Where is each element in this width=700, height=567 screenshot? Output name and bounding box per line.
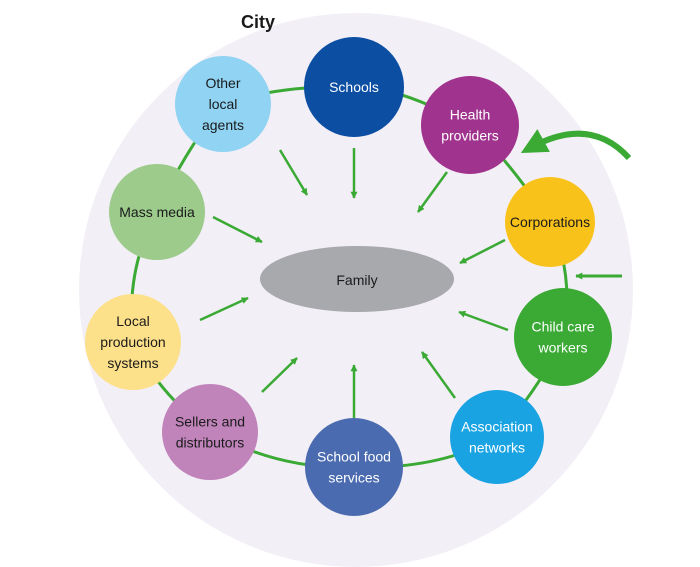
child-care-workers-label: workers xyxy=(537,340,587,356)
association-networks-label: Association xyxy=(461,419,533,435)
influence-arrow xyxy=(458,310,509,332)
child-care-workers-node: Child care workers xyxy=(514,288,612,386)
other-local-agents-label: Other xyxy=(205,75,240,91)
other-local-agents-node: Other local agents xyxy=(175,56,271,152)
sellers-and-distributors-node: Sellers and distributors xyxy=(162,384,258,480)
mass-media-node: Mass media xyxy=(109,164,205,260)
mass-media-label: Mass media xyxy=(119,204,195,220)
corporations-label: Corporations xyxy=(510,214,590,230)
association-networks-circle xyxy=(450,390,544,484)
local-production-systems-circle xyxy=(85,294,181,390)
health-providers-label: providers xyxy=(441,128,499,144)
influence-arrow xyxy=(212,215,263,244)
local-production-systems-label: Local xyxy=(116,313,149,329)
schools-node: Schools xyxy=(304,37,404,137)
sellers-and-distributors-circle xyxy=(162,384,258,480)
influence-arrow xyxy=(459,238,506,265)
influence-arrow xyxy=(199,296,249,322)
local-production-systems-label: systems xyxy=(107,355,158,371)
local-production-systems-node: Local production systems xyxy=(85,294,181,390)
influence-arrow xyxy=(416,171,449,213)
influence-arrow xyxy=(261,357,298,393)
health-providers-label: Health xyxy=(450,107,490,123)
other-local-agents-circle xyxy=(175,56,271,152)
school-food-services-label: School food xyxy=(317,449,391,465)
corporations-circle xyxy=(505,177,595,267)
family-label: Family xyxy=(336,272,377,288)
mass-media-circle xyxy=(109,164,205,260)
association-networks-label: networks xyxy=(469,440,525,456)
family-node xyxy=(260,246,454,312)
influence-arrows xyxy=(199,148,509,418)
health-providers-node: Health providers xyxy=(421,76,519,174)
school-food-services-node: School food services xyxy=(305,418,403,516)
local-production-systems-label: production xyxy=(100,334,165,350)
school-food-services-label: services xyxy=(328,470,379,486)
influence-arrow xyxy=(278,149,309,196)
sellers-and-distributors-label: distributors xyxy=(176,435,244,451)
schools-circle xyxy=(304,37,404,137)
influence-arrow xyxy=(420,351,457,399)
child-care-workers-circle xyxy=(514,288,612,386)
sellers-and-distributors-label: Sellers and xyxy=(175,414,245,430)
health-providers-circle xyxy=(421,76,519,174)
city-label: City xyxy=(241,12,275,32)
association-networks-node: Association networks xyxy=(450,390,544,484)
external-curved-arrow xyxy=(520,129,632,161)
schools-label: Schools xyxy=(329,79,379,95)
child-care-workers-label: Child care xyxy=(531,319,594,335)
other-local-agents-label: local xyxy=(209,96,238,112)
other-local-agents-label: agents xyxy=(202,117,244,133)
school-food-services-circle xyxy=(305,418,403,516)
corporations-node: Corporations xyxy=(505,177,595,267)
